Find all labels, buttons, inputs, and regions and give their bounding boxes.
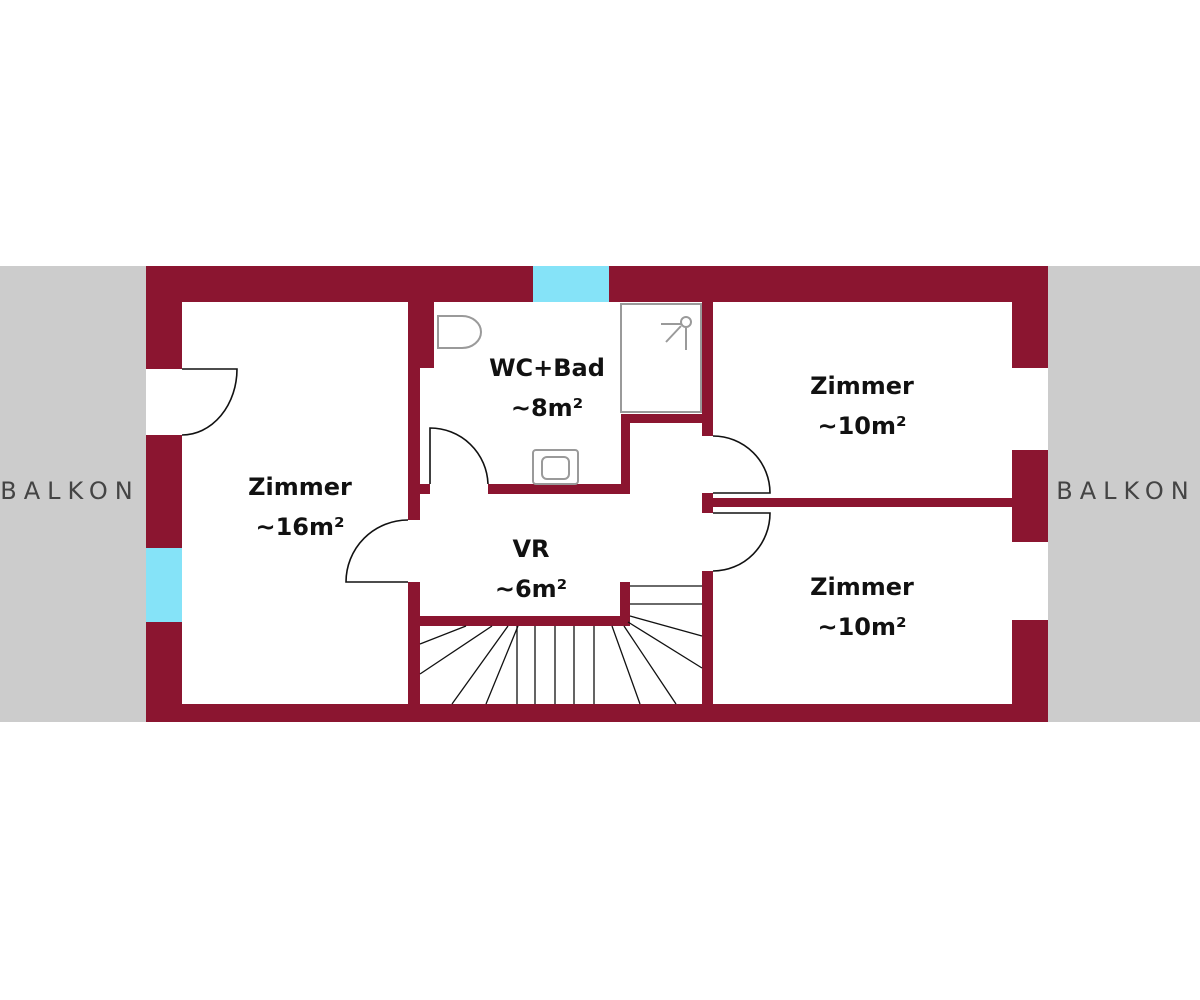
window-top	[533, 266, 609, 302]
door-bath	[429, 427, 489, 485]
outer-wall-bottom	[146, 704, 1048, 722]
room-name-zimmer-bottom-right: Zimmer	[810, 573, 914, 601]
wall-stair-top	[420, 616, 630, 626]
outer-wall-right	[1012, 266, 1048, 722]
balcony-left	[0, 266, 146, 722]
wall-stair-right	[620, 582, 630, 626]
door-balcony-left	[181, 368, 238, 436]
sink-icon	[532, 449, 579, 485]
room-area-hall: ~6m²	[495, 575, 567, 603]
room-area-zimmer-bottom-right: ~10m²	[817, 613, 906, 641]
balcony-opening-right-top	[1012, 368, 1048, 450]
toilet-icon	[437, 315, 482, 349]
wall-bath-bottom	[488, 484, 630, 494]
door-zimmer-left	[345, 519, 409, 583]
balcony-door-left-opening	[146, 369, 182, 435]
room-name-zimmer-left: Zimmer	[248, 473, 352, 501]
balcony-right	[1048, 266, 1200, 722]
wall-bath-right	[702, 302, 713, 436]
room-area-bath: ~8m²	[511, 394, 583, 422]
wall-bath-left-stub-lower	[420, 484, 430, 494]
wall-right-rooms-left	[702, 571, 713, 704]
balcony-label-right: BALKON	[1056, 477, 1196, 505]
wall-right-stub	[702, 493, 713, 513]
room-area-zimmer-top-right: ~10m²	[817, 412, 906, 440]
balcony-label-left: BALKON	[0, 477, 140, 505]
room-name-bath: WC+Bad	[489, 354, 605, 382]
wall-zimmer-left-lower	[408, 582, 420, 704]
room-area-zimmer-left: ~16m²	[255, 513, 344, 541]
outer-wall-left	[146, 266, 182, 722]
wall-bath-left-stub	[420, 302, 434, 368]
door-zimmer-bottom-right	[712, 512, 771, 572]
balcony-opening-right-bottom	[1012, 542, 1048, 620]
shower-icon	[620, 303, 702, 413]
room-name-hall: VR	[512, 535, 549, 563]
wall-bath-step-top	[621, 414, 705, 423]
room-name-zimmer-top-right: Zimmer	[810, 372, 914, 400]
wall-right-rooms-divider	[713, 498, 1012, 507]
window-left	[146, 548, 182, 622]
wall-zimmer-left-upper	[408, 302, 420, 520]
wall-bath-step	[621, 414, 630, 494]
door-zimmer-top-right	[712, 435, 771, 494]
staircase	[419, 585, 703, 705]
